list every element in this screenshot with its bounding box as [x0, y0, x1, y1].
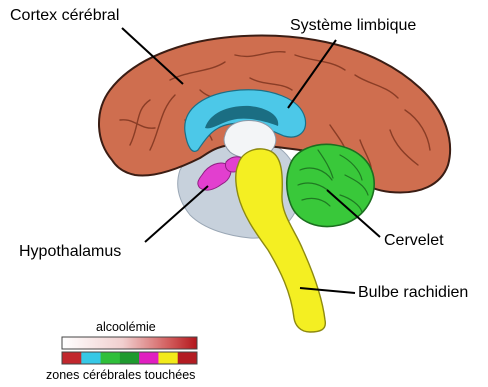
- zone-swatch: [139, 352, 159, 364]
- label-cervelet: Cervelet: [384, 233, 444, 249]
- label-cortex: Cortex cérébral: [10, 8, 119, 24]
- label-hypothalamus: Hypothalamus: [19, 244, 121, 260]
- zone-swatch: [158, 352, 178, 364]
- zones-bar: [62, 352, 198, 364]
- label-limbique: Système limbique: [290, 18, 416, 34]
- zone-swatch: [120, 352, 140, 364]
- legend-alcoolemie-label: alcoolémie: [96, 321, 156, 334]
- zone-swatch: [81, 352, 101, 364]
- legend-zones-label: zones cérébrales touchées: [46, 369, 195, 382]
- alcoolemie-bar: [62, 337, 197, 349]
- label-bulbe: Bulbe rachidien: [358, 285, 468, 301]
- cerebellum-shape: [287, 144, 374, 226]
- zone-swatch: [101, 352, 121, 364]
- zone-swatch: [62, 352, 82, 364]
- zone-swatch: [178, 352, 198, 364]
